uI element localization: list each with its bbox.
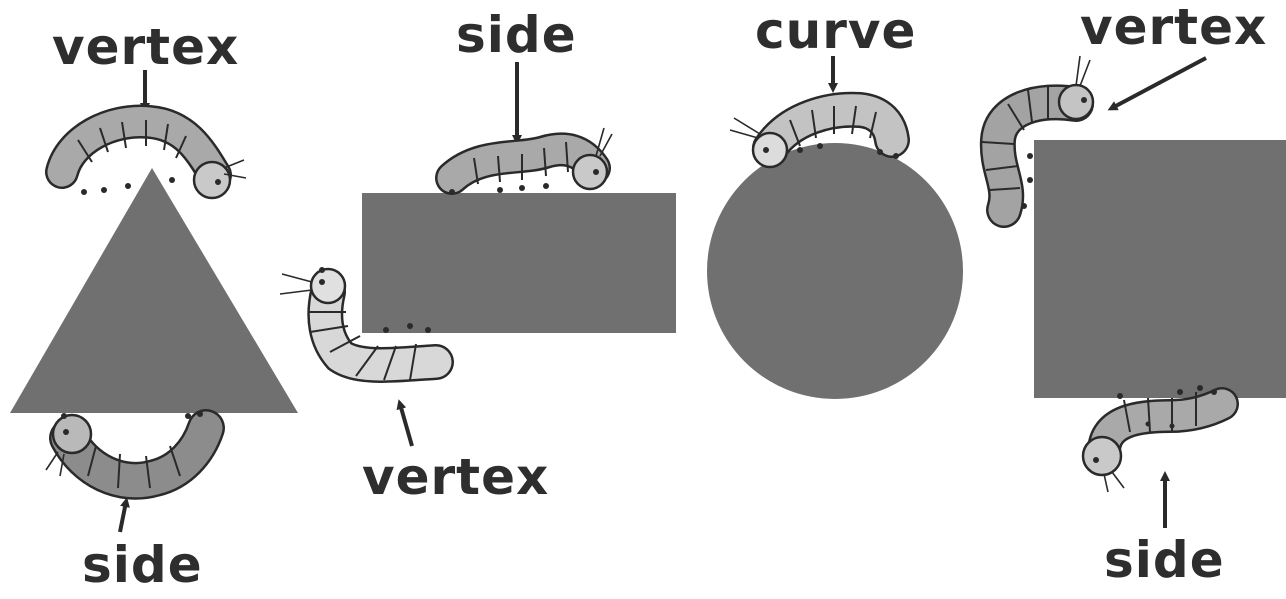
circle-curve-label: curve: [755, 6, 916, 56]
caterpillar-icon: [1083, 385, 1222, 492]
square-side-label: side: [1104, 535, 1225, 585]
square-vertex-label: vertex: [1080, 2, 1267, 52]
triangle-shape: [10, 168, 298, 413]
arrow-icon: [1112, 58, 1206, 108]
rectangle-shape: [362, 193, 676, 333]
arrow-icon: [400, 404, 412, 446]
triangle-vertex-label: vertex: [52, 22, 239, 72]
rectangle-vertex-label: vertex: [362, 452, 549, 502]
arrow-icon: [120, 502, 126, 532]
caterpillar-icon: [46, 411, 206, 488]
square-shape: [1034, 140, 1286, 398]
rectangle-side-label: side: [456, 10, 577, 60]
circle-shape: [707, 143, 963, 399]
triangle-side-label: side: [82, 540, 203, 590]
caterpillar-icon: [449, 128, 612, 195]
